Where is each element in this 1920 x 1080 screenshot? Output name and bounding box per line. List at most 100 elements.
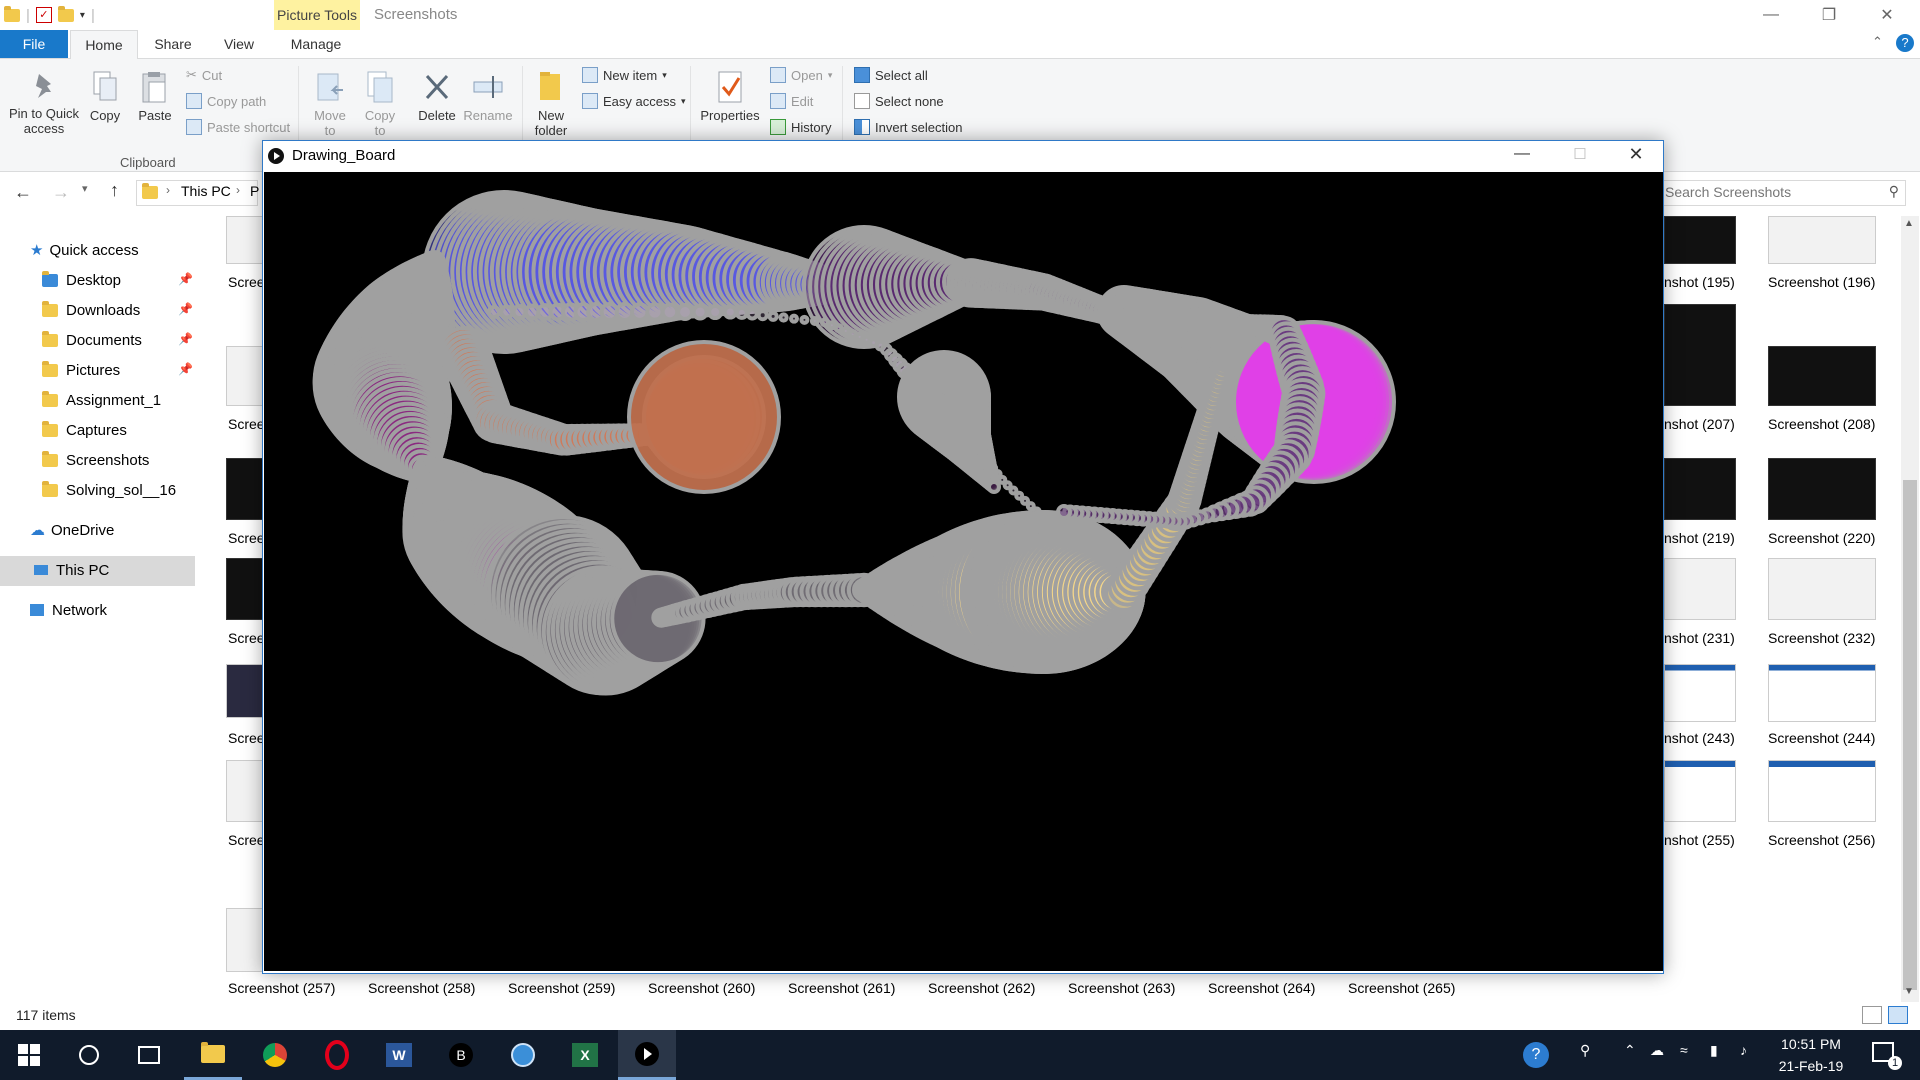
volume-icon[interactable]: ♪ bbox=[1740, 1042, 1747, 1058]
pin-icon[interactable]: 📌 bbox=[178, 272, 193, 286]
nav-captures[interactable]: Captures bbox=[42, 416, 127, 444]
close-button[interactable]: ✕ bbox=[1858, 0, 1916, 30]
start-button[interactable] bbox=[0, 1030, 58, 1080]
taskbar-app-arc[interactable] bbox=[494, 1030, 552, 1080]
nav-onedrive[interactable]: ☁OneDrive bbox=[30, 521, 115, 540]
pin-to-quick-access-button[interactable]: Pin to Quick access bbox=[6, 70, 82, 136]
taskbar-opera[interactable] bbox=[308, 1030, 366, 1080]
nav-pictures[interactable]: Pictures bbox=[42, 356, 120, 384]
file-label[interactable]: Screenshot (208) bbox=[1768, 416, 1876, 432]
tab-manage[interactable]: Manage bbox=[290, 36, 342, 52]
file-label[interactable]: nshot (207) bbox=[1664, 416, 1735, 432]
taskbar-word[interactable]: W bbox=[370, 1030, 428, 1080]
select-all-button[interactable]: Select all bbox=[854, 67, 928, 83]
file-thumbnail[interactable] bbox=[1664, 760, 1736, 822]
nav-quick-access[interactable]: ★Quick access bbox=[30, 241, 139, 260]
pin-icon[interactable]: 📌 bbox=[178, 332, 193, 346]
file-label[interactable]: Scree bbox=[228, 730, 265, 746]
rename-button[interactable]: Rename bbox=[462, 70, 514, 123]
file-label[interactable]: Screenshot (196) bbox=[1768, 274, 1876, 290]
file-thumbnail[interactable] bbox=[1768, 216, 1876, 264]
people-icon[interactable]: ⚲ bbox=[1580, 1042, 1591, 1058]
file-label[interactable]: nshot (219) bbox=[1664, 530, 1735, 546]
file-thumbnail[interactable] bbox=[226, 760, 264, 822]
paste-shortcut-button[interactable]: Paste shortcut bbox=[186, 119, 290, 135]
edit-button[interactable]: Edit bbox=[770, 93, 813, 109]
scrollbar-thumb[interactable] bbox=[1903, 480, 1917, 990]
file-label[interactable]: Scree bbox=[228, 630, 265, 646]
circle-trail-drawing[interactable] bbox=[264, 172, 1663, 971]
cut-button[interactable]: ✂Cut bbox=[186, 67, 223, 83]
db-minimize-button[interactable]: — bbox=[1514, 145, 1530, 162]
tray-chevron-icon[interactable]: ⌃ bbox=[1624, 1042, 1636, 1058]
help-tray-icon[interactable]: ? bbox=[1523, 1042, 1549, 1068]
file-label[interactable]: Screenshot (265) bbox=[1348, 980, 1456, 996]
file-label[interactable]: Screenshot (259) bbox=[508, 980, 616, 996]
file-thumbnail[interactable] bbox=[1664, 304, 1736, 406]
file-label[interactable]: Screenshot (257) bbox=[228, 980, 336, 996]
clock-date[interactable]: 21-Feb-19 bbox=[1778, 1058, 1844, 1074]
customize-qat-icon[interactable]: ▾ bbox=[79, 9, 85, 21]
file-label[interactable]: Screenshot (264) bbox=[1208, 980, 1316, 996]
nav-solving-sol-16[interactable]: Solving_sol__16 bbox=[42, 476, 176, 504]
file-thumbnail[interactable] bbox=[1768, 346, 1876, 406]
nav-this-pc[interactable]: This PC bbox=[34, 556, 109, 584]
file-label[interactable]: Scree bbox=[228, 274, 265, 290]
file-label[interactable]: nshot (243) bbox=[1664, 730, 1735, 746]
properties-check-icon[interactable]: ✓ bbox=[35, 7, 52, 23]
nav-assignment-1[interactable]: Assignment_1 bbox=[42, 386, 161, 414]
search-button[interactable] bbox=[60, 1030, 118, 1080]
taskbar-excel[interactable]: X bbox=[556, 1030, 614, 1080]
pin-icon[interactable]: 📌 bbox=[178, 362, 193, 376]
nav-downloads[interactable]: Downloads bbox=[42, 296, 140, 324]
file-label[interactable]: Screenshot (244) bbox=[1768, 730, 1876, 746]
new-folder-button[interactable]: New folder bbox=[530, 70, 572, 138]
details-view-icon[interactable] bbox=[1862, 1006, 1882, 1024]
file-thumbnail[interactable] bbox=[226, 664, 264, 718]
file-thumbnail[interactable] bbox=[226, 216, 264, 264]
taskbar-file-explorer[interactable] bbox=[184, 1030, 242, 1080]
file-thumbnail[interactable] bbox=[226, 458, 264, 520]
new-folder-icon[interactable] bbox=[57, 5, 74, 22]
invert-selection-button[interactable]: Invert selection bbox=[854, 119, 962, 135]
battery-icon[interactable]: ▮ bbox=[1710, 1042, 1718, 1058]
breadcrumb-next[interactable]: P bbox=[250, 183, 260, 199]
open-button[interactable]: Open▾ bbox=[770, 67, 832, 83]
tab-share[interactable]: Share bbox=[154, 36, 192, 52]
delete-button[interactable]: Delete bbox=[412, 70, 462, 123]
file-thumbnail[interactable] bbox=[1664, 216, 1736, 264]
properties-button[interactable]: Properties bbox=[698, 70, 762, 123]
file-label[interactable]: Scree bbox=[228, 416, 265, 432]
file-thumbnail[interactable] bbox=[1664, 458, 1736, 520]
file-thumbnail[interactable] bbox=[1664, 558, 1736, 620]
nav-documents[interactable]: Documents bbox=[42, 326, 142, 354]
back-arrow-icon[interactable]: ← bbox=[14, 182, 32, 202]
new-item-button[interactable]: New item▾ bbox=[582, 67, 667, 83]
tab-view[interactable]: View bbox=[223, 36, 255, 52]
nav-network[interactable]: Network bbox=[30, 596, 107, 624]
recent-locations-icon[interactable]: ▾ bbox=[82, 183, 88, 195]
scroll-up-icon[interactable]: ▲ bbox=[1904, 218, 1914, 229]
db-maximize-button[interactable]: ☐ bbox=[1573, 146, 1587, 163]
select-none-button[interactable]: Select none bbox=[854, 93, 944, 109]
file-label[interactable]: Screenshot (263) bbox=[1068, 980, 1176, 996]
nav-desktop[interactable]: Desktop bbox=[42, 266, 121, 294]
task-view-button[interactable] bbox=[120, 1030, 178, 1080]
file-label[interactable]: Screenshot (261) bbox=[788, 980, 896, 996]
taskbar-app-b[interactable]: B bbox=[432, 1030, 490, 1080]
up-arrow-icon[interactable]: ↑ bbox=[110, 180, 119, 200]
file-label[interactable]: Screenshot (232) bbox=[1768, 630, 1876, 646]
file-thumbnail[interactable] bbox=[1664, 664, 1736, 722]
easy-access-button[interactable]: Easy access▾ bbox=[582, 93, 686, 109]
action-center-icon[interactable] bbox=[1872, 1042, 1894, 1062]
file-label[interactable]: Screenshot (256) bbox=[1768, 832, 1876, 848]
file-thumbnail[interactable] bbox=[226, 908, 264, 972]
paste-button[interactable]: Paste bbox=[134, 70, 176, 123]
clock-time[interactable]: 10:51 PM bbox=[1781, 1036, 1841, 1052]
copy-button[interactable]: Copy bbox=[84, 70, 126, 123]
move-to-button[interactable]: Move to bbox=[308, 70, 352, 138]
search-input[interactable]: Search Screenshots ⚲ bbox=[1660, 180, 1906, 206]
help-icon[interactable]: ? bbox=[1896, 34, 1914, 52]
collapse-ribbon-icon[interactable]: ⌃ bbox=[1872, 34, 1883, 49]
restore-button[interactable]: ❐ bbox=[1800, 0, 1858, 30]
